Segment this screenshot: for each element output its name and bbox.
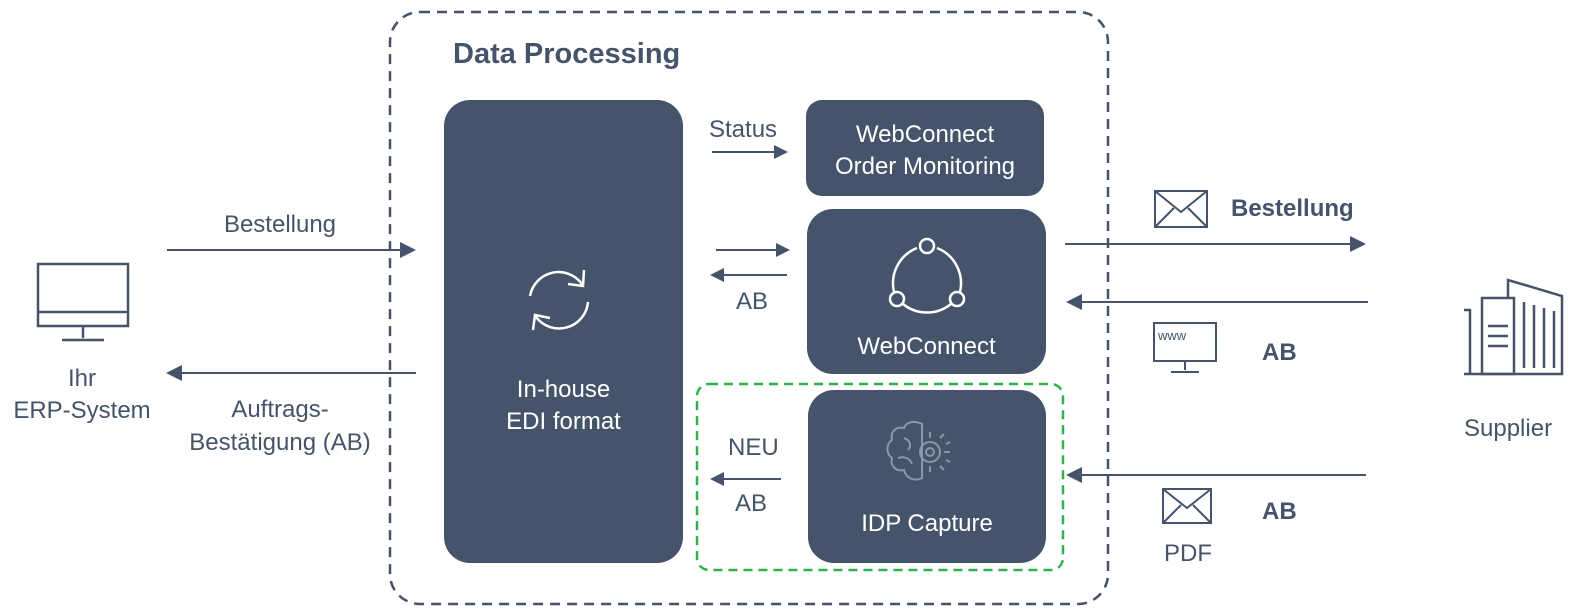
from-webconnect-arrow: [710, 268, 787, 282]
order-monitoring-block: [806, 100, 1044, 196]
pdf-caption: PDF: [1164, 540, 1212, 567]
brain-gear-icon: [886, 420, 951, 481]
erp-label-line2: ERP-System: [13, 397, 151, 424]
webconnect-ab-label: AB: [736, 288, 769, 315]
monitor-icon: [36, 262, 130, 342]
erp-order-label: Bestellung: [223, 211, 337, 238]
supplier-label: Supplier: [1464, 415, 1553, 442]
erp-label-line1: Ihr: [67, 365, 96, 392]
sync-arrows-icon: [528, 269, 590, 331]
to-webconnect-arrow: [716, 243, 790, 257]
webconnect-block: [807, 209, 1046, 374]
supplier-ab-pdf-arrow: [1066, 467, 1366, 483]
supplier-order-arrow: [1065, 236, 1366, 252]
idp-capture-block: [808, 390, 1046, 563]
data-processing-title: Data Processing: [453, 38, 681, 70]
webconnect-label: WebConnect: [857, 333, 996, 360]
order-monitoring-line2: Order Monitoring: [834, 153, 1016, 180]
erp-confirmation-arrow: [166, 365, 416, 381]
envelope-icon: [1162, 488, 1212, 524]
idp-capture-label: IDP Capture: [861, 510, 993, 537]
idp-ab-label: AB: [735, 490, 768, 517]
from-idp-arrow: [710, 472, 781, 486]
edi-label-line2: EDI format: [506, 408, 621, 435]
supplier-order-label: Bestellung: [1231, 195, 1354, 222]
erp-confirmation-line1: Auftrags-: [231, 396, 329, 423]
www-monitor-icon: [1153, 322, 1217, 373]
network-nodes-icon: [888, 237, 966, 314]
new-feature-container: [695, 382, 1065, 572]
edi-format-block: [444, 100, 683, 563]
erp-confirmation-line2: Bestätigung (AB): [189, 429, 371, 456]
order-monitoring-line1: WebConnect: [855, 121, 995, 148]
edi-label-line1: In-house: [516, 376, 611, 403]
new-badge: NEU: [728, 434, 779, 461]
data-processing-container: [388, 10, 1110, 606]
erp-order-arrow: [167, 242, 416, 258]
www-caption: www: [1158, 328, 1187, 343]
supplier-ab-pdf-label: AB: [1262, 498, 1297, 525]
status-arrow: [712, 145, 788, 159]
envelope-icon: [1154, 190, 1208, 228]
status-label: Status: [709, 116, 778, 143]
supplier-ab-web-label: AB: [1262, 339, 1297, 366]
office-buildings-icon: [1464, 278, 1564, 376]
supplier-ab-web-arrow: [1066, 294, 1368, 310]
